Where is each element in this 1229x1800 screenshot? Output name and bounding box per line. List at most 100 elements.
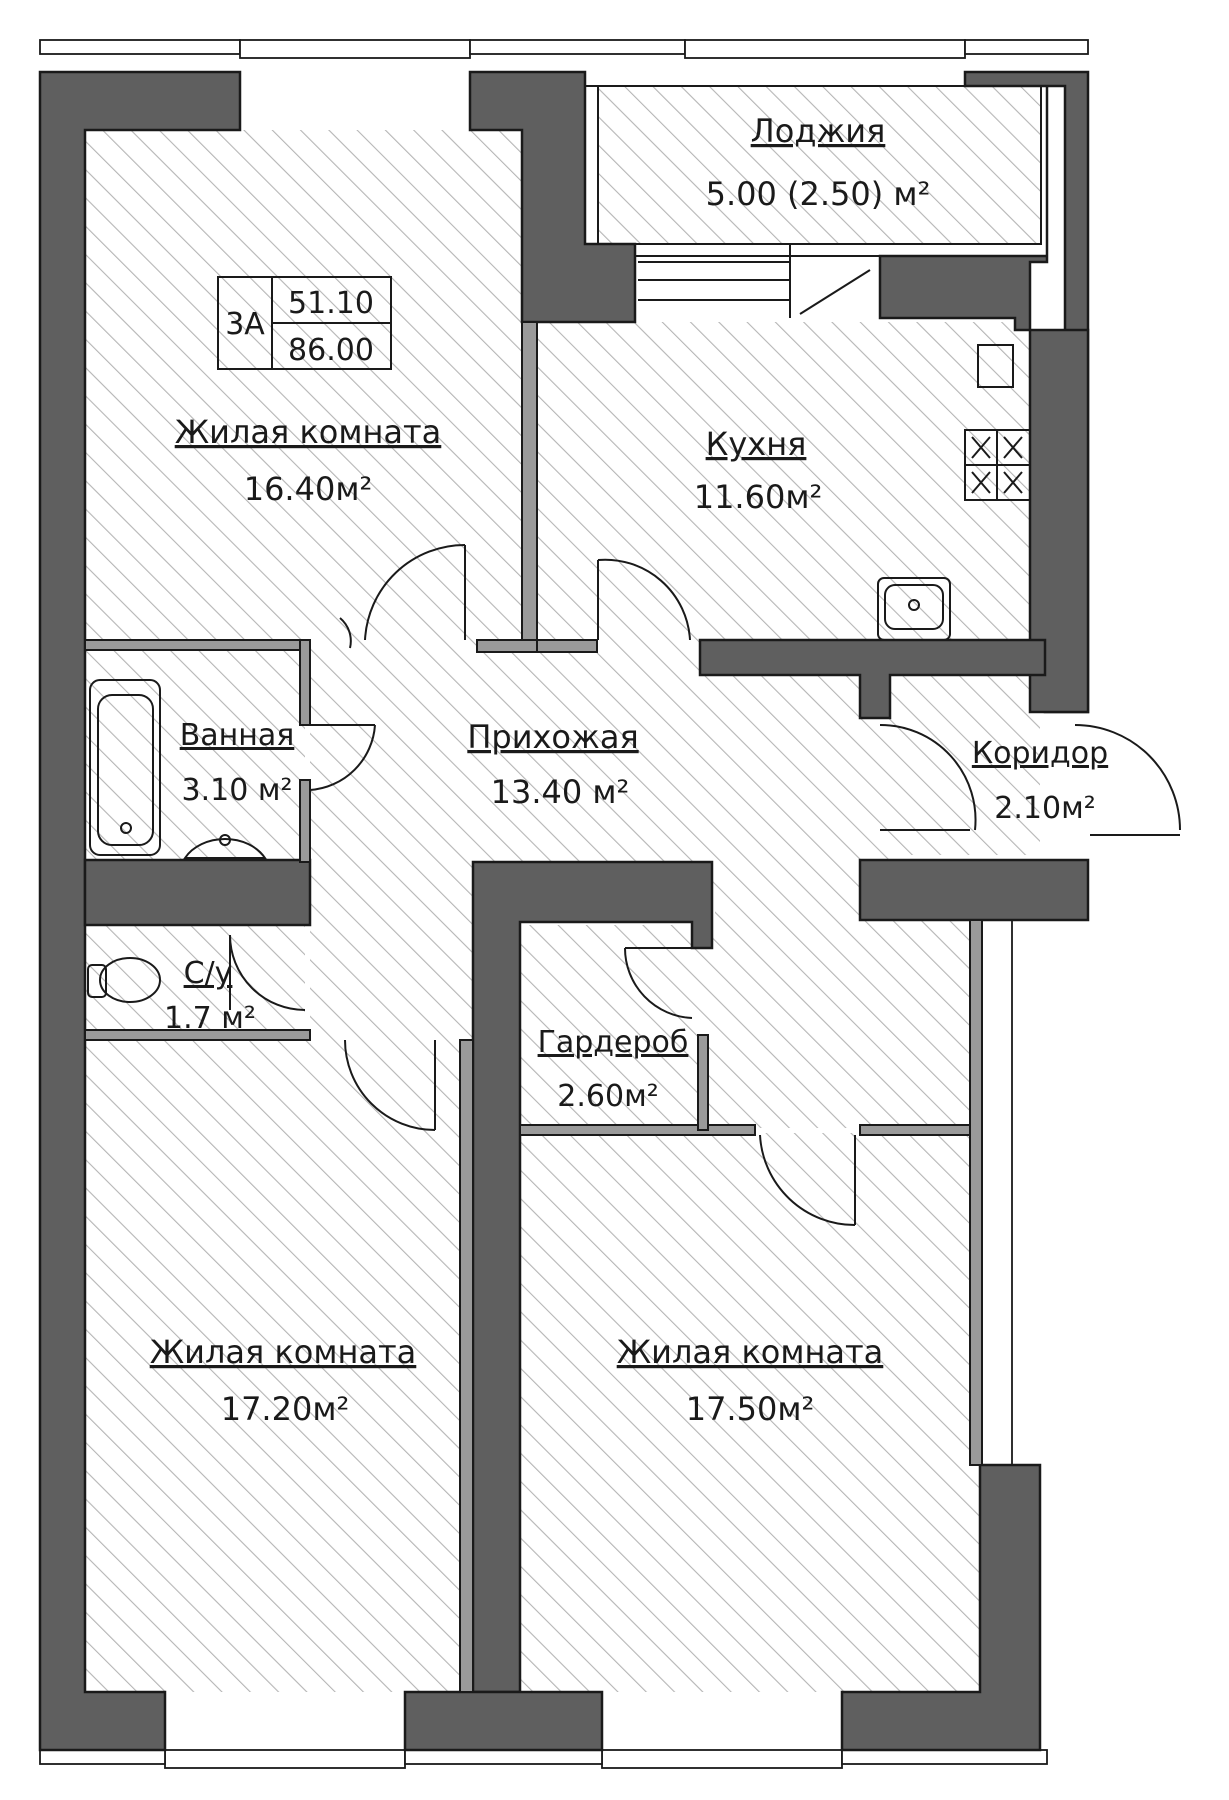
bath-sink xyxy=(183,838,267,859)
partition-wardrobe-bottom xyxy=(519,1124,756,1136)
wall-outer-left xyxy=(38,70,242,1752)
room-corridor-area: 2.10м² xyxy=(994,791,1095,826)
door-wardrobe-arc xyxy=(623,947,693,1019)
loggia-door-swing xyxy=(799,269,871,315)
room-labels: Лоджия 5.00 (2.50) м² Жилая комната 16.4… xyxy=(150,112,1108,1428)
room-corridor-floor xyxy=(880,675,1040,855)
wall-top-mid xyxy=(468,70,637,324)
ventilation-shaft xyxy=(977,344,1014,388)
window-right-side xyxy=(979,919,1013,1466)
partition-kitchen-bottom-mid xyxy=(536,639,598,653)
partitions xyxy=(84,321,983,1693)
room-living-top-floor xyxy=(85,130,522,648)
window-top-right-sill xyxy=(964,39,1089,55)
stove-burner-3 xyxy=(971,471,991,494)
window-top-left xyxy=(239,39,471,59)
wall-bottom-mid xyxy=(403,1690,604,1752)
doors xyxy=(229,543,1181,1227)
room-living-bottom-left-name: Жилая комната xyxy=(150,1333,417,1371)
wall-bath-bottom xyxy=(83,858,312,927)
kitchen-sink-inner xyxy=(884,584,944,630)
kitchen-sink-drain xyxy=(908,599,920,611)
partition-living-kitchen xyxy=(521,321,538,653)
stove-burner-2 xyxy=(1003,436,1023,459)
room-kitchen-name: Кухня xyxy=(706,425,807,463)
door-corridor-left-arc xyxy=(879,723,977,831)
room-toilet-name: С/у xyxy=(184,956,233,991)
window-bottom-mid xyxy=(601,1749,843,1769)
stove-burner-1 xyxy=(971,436,991,459)
partition-bath-right xyxy=(299,639,311,726)
partition-right-room-right xyxy=(969,919,983,1466)
room-living-bottom-right-name: Жилая комната xyxy=(617,1333,884,1371)
room-loggia-area: 5.00 (2.50) м² xyxy=(706,175,931,213)
door-left-room-arc xyxy=(344,1039,436,1131)
loggia-floor xyxy=(598,86,1041,244)
door-toilet-arc xyxy=(229,934,306,1011)
room-kitchen-floor xyxy=(537,322,1030,648)
room-living-top-name: Жилая комната xyxy=(175,413,442,451)
window-bottom-right-sill xyxy=(841,1749,1048,1765)
wall-kitchen-corridor xyxy=(698,638,1047,720)
fixtures xyxy=(87,344,1031,1003)
door-bath-arc xyxy=(309,724,376,791)
door-kitchen-arc xyxy=(597,558,691,641)
window-top-left-sill xyxy=(39,39,241,55)
apartment-living-area: 51.10 xyxy=(288,286,374,321)
partition-bath-top xyxy=(84,639,306,651)
room-kitchen-area: 11.60м² xyxy=(694,478,823,516)
partition-toilet-bottom xyxy=(84,1029,311,1041)
room-bathroom-area: 3.10 м² xyxy=(182,773,293,808)
room-living-bottom-right-floor xyxy=(520,1133,980,1692)
partition-wardrobe-bottom-2 xyxy=(859,1124,981,1136)
room-wardrobe-name: Гардероб xyxy=(538,1025,689,1060)
room-hallway-name: Прихожая xyxy=(467,718,638,756)
room-living-bottom-left-floor xyxy=(85,1040,473,1692)
floor-fill xyxy=(85,86,1041,1692)
bathtub xyxy=(89,679,161,856)
door-bath-small-arc xyxy=(339,617,352,649)
apartment-info-box: 3А 51.10 86.00 xyxy=(217,276,392,370)
room-hallway-area: 13.40 м² xyxy=(491,773,630,811)
room-hallway-floor xyxy=(310,648,890,903)
toilet-tank xyxy=(87,964,107,998)
partition-kitchen-bottom-left xyxy=(476,639,538,653)
room-toilet-floor xyxy=(85,925,305,1040)
room-living-top-area: 16.40м² xyxy=(244,470,373,508)
apartment-total-area: 86.00 xyxy=(288,333,374,368)
room-bathroom-floor xyxy=(85,650,305,860)
room-living-bottom-left-area: 17.20м² xyxy=(221,1390,350,1428)
room-toilet-area: 1.7 м² xyxy=(164,1001,256,1036)
partition-wardrobe-right xyxy=(697,1034,709,1131)
loggia xyxy=(579,85,1048,318)
window-loggia-frame xyxy=(684,39,966,59)
door-corridor-right-arc xyxy=(1074,724,1181,831)
stove-burner-4 xyxy=(1003,471,1023,494)
room-wardrobe-floor xyxy=(520,925,715,1133)
door-living-top-arc xyxy=(364,543,466,641)
room-loggia-name: Лоджия xyxy=(751,112,886,150)
walls xyxy=(38,70,1090,1752)
apartment-code: 3А xyxy=(225,307,265,342)
partition-left-room-right xyxy=(459,1039,474,1693)
room-living-bottom-right-area: 17.50м² xyxy=(686,1390,815,1428)
bathtub-drain xyxy=(120,822,132,834)
kitchen-sink xyxy=(877,577,951,641)
door-right-room-arc xyxy=(759,1134,856,1227)
window-bottom-mid-sill xyxy=(404,1749,603,1765)
wall-corridor-bottom xyxy=(858,858,1090,922)
toilet-bowl xyxy=(99,957,161,1003)
room-wardrobe-area: 2.60м² xyxy=(557,1079,658,1114)
loggia-inner xyxy=(597,85,1042,245)
window-bottom-left xyxy=(164,1749,406,1769)
wall-bottom-right xyxy=(840,1463,1042,1752)
bath-sink-drain xyxy=(219,834,231,846)
partition-bath-right-2 xyxy=(299,779,311,863)
room-bathroom-name: Ванная xyxy=(180,718,295,753)
window-top-mid-sill xyxy=(469,39,686,55)
room-corridor-name: Коридор xyxy=(972,736,1108,771)
room-hallway-wardrobe-floor xyxy=(715,903,975,1128)
bathtub-inner xyxy=(97,694,154,846)
window-bottom-left-sill xyxy=(39,1749,166,1765)
